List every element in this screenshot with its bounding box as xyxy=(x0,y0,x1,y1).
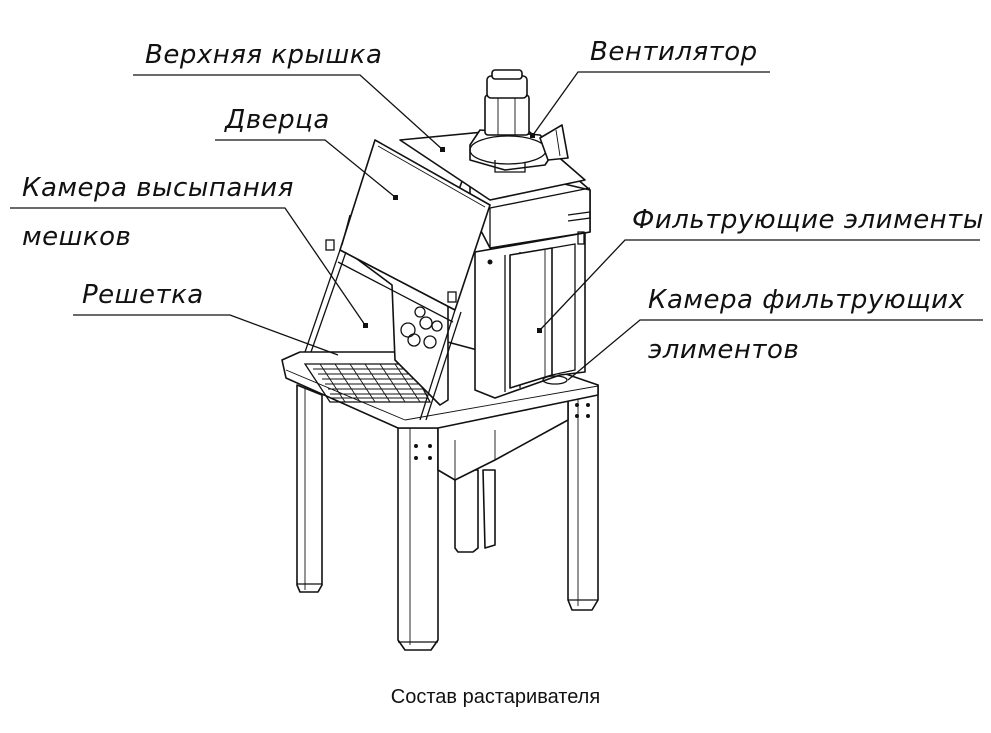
labels: Верхняя крышка Вентилятор Дверца Камера … xyxy=(22,37,984,365)
label-filter-elements: Фильтрующие элименты xyxy=(632,205,984,235)
legs xyxy=(296,384,599,651)
machine-drawing xyxy=(281,69,599,651)
filter-housing xyxy=(474,231,586,399)
fan xyxy=(469,69,569,173)
label-grate: Решетка xyxy=(82,280,204,310)
grate xyxy=(303,363,432,403)
label-filter-chamber-line1: Камера фильтрующих xyxy=(648,285,965,315)
label-fan: Вентилятор xyxy=(590,37,758,67)
label-top-cover: Верхняя крышка xyxy=(145,40,382,70)
leader-lines xyxy=(10,71,983,381)
label-filter-chamber-line2: элиментов xyxy=(648,335,799,365)
label-door: Дверца xyxy=(224,105,330,135)
label-bag-chamber-line1: Камера высыпания xyxy=(22,173,294,203)
label-bag-chamber-line2: мешков xyxy=(22,222,131,252)
figure-caption: Состав растаривателя xyxy=(390,686,601,708)
